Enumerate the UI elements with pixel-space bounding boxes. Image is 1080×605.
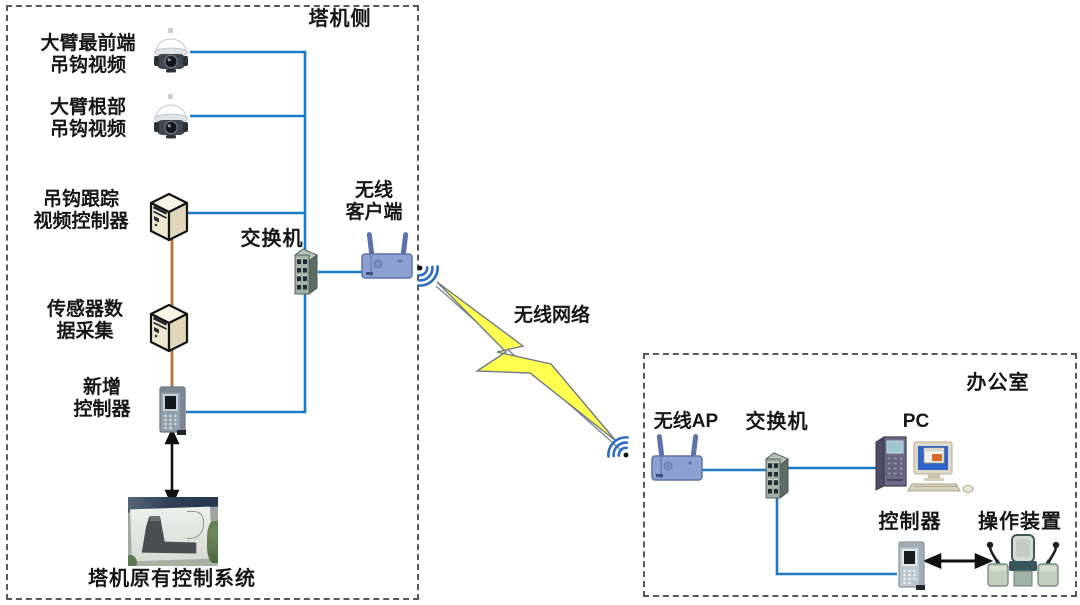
photo-plant [207,521,218,563]
operating-device-label: 操作装置 [978,511,1062,533]
wireless-network-label: 无线网络 [513,305,590,326]
camera-root-label: 大臂根部 吊钩视频 [26,97,150,141]
camera-root-label-line1: 大臂根部 [49,97,126,118]
photo-label-mark [150,516,160,521]
pc-label: PC [902,411,930,432]
wifi-signal-icon-office [602,431,639,468]
photo-plant2 [128,555,137,566]
office-controller-label: 控制器 [878,511,942,533]
original-system-label: 塔机原有控制系统 [88,568,256,590]
new-controller-label: 新增 控制器 [46,377,158,421]
office-zone [643,353,1077,597]
camera-front-label: 大臂最前端 吊钩视频 [26,33,150,77]
tower-side-title: 塔机侧 [308,8,372,30]
office-title: 办公室 [966,372,1030,394]
camera-root-label-line2: 吊钩视频 [49,119,126,140]
sensor-label-line1: 传感器数 [46,299,123,320]
office-switch-label: 交换机 [745,411,809,433]
sensor-label: 传感器数 据采集 [26,299,144,343]
new-controller-label-line1: 新增 [82,377,121,398]
sensor-label-line2: 据采集 [56,321,114,342]
camera-front-label-line2: 吊钩视频 [49,55,126,76]
video-controller-label-line1: 吊钩跟踪 [42,189,119,210]
video-controller-label: 吊钩跟踪 视频控制器 [14,189,148,233]
original-control-system-photo [128,497,218,566]
wireless-client-label-line2: 客户端 [345,202,403,223]
wireless-ap-label: 无线AP [653,411,719,432]
video-controller-label-line2: 视频控制器 [33,211,129,232]
wireless-client-label: 无线 客户端 [331,180,417,224]
new-controller-label-line2: 控制器 [73,399,131,420]
tower-switch-label: 交换机 [240,228,304,250]
tower-side-zone [6,5,419,600]
camera-front-label-line1: 大臂最前端 [40,33,136,54]
wireless-client-label-line1: 无线 [354,180,393,201]
